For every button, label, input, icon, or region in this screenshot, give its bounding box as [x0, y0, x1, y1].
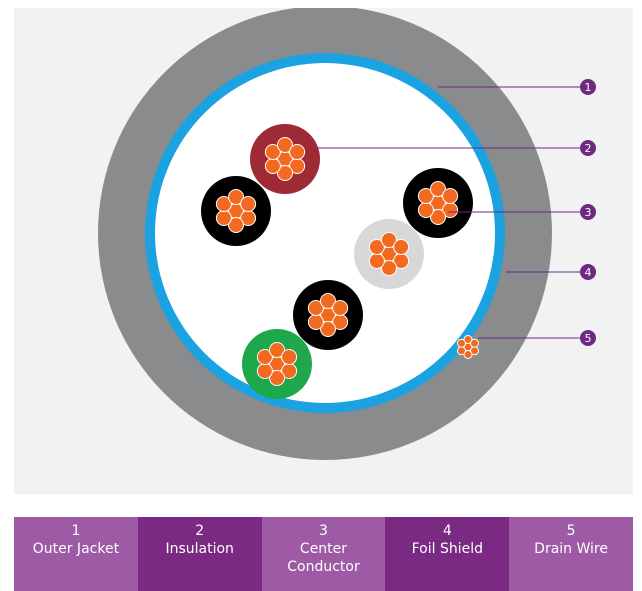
copper-strand — [442, 188, 459, 204]
legend-item-drain-wire: 5 Drain Wire — [509, 517, 633, 591]
cable-diagram-panel: 1 2 3 4 5 — [14, 8, 633, 494]
copper-strand — [289, 144, 306, 160]
copper-strand — [381, 260, 397, 276]
insulation-black-wire — [201, 176, 271, 246]
copper-strand — [368, 239, 385, 255]
copper-strand — [215, 196, 232, 212]
callout-drain-wire: 5 — [478, 330, 596, 346]
copper-strand — [256, 349, 273, 365]
copper-strand — [320, 293, 336, 309]
callout-center-conductor: 3 — [448, 204, 596, 220]
copper-strand — [463, 335, 473, 344]
callout-number: 5 — [585, 332, 592, 345]
callout-foil-shield: 4 — [506, 264, 596, 280]
insulation-black-wire — [403, 168, 473, 238]
copper-strand — [264, 158, 281, 174]
legend-number: 5 — [566, 523, 576, 539]
copper-strand — [307, 300, 324, 316]
copper-strand — [368, 253, 385, 269]
copper-strand — [215, 210, 232, 226]
legend-label: Outer Jacket — [32, 541, 120, 557]
legend-label: Center Conductor — [287, 541, 360, 575]
copper-strand — [264, 144, 281, 160]
callout-number: 2 — [585, 142, 592, 155]
copper-strand — [269, 370, 285, 386]
legend-label: Foil Shield — [411, 541, 483, 557]
cable-cross-section: 1 2 3 4 5 — [98, 8, 596, 460]
insulation-black-wire — [293, 280, 363, 350]
copper-strand — [332, 300, 349, 316]
legend-number: 2 — [195, 523, 205, 539]
callout-number: 3 — [585, 206, 592, 219]
copper-strand — [417, 188, 434, 204]
callout-marker — [580, 140, 596, 156]
copper-strand — [320, 321, 336, 337]
copper-strand — [240, 196, 257, 212]
insulation-red-wire — [250, 124, 320, 194]
copper-strand — [393, 239, 410, 255]
callout-marker — [580, 330, 596, 346]
drain-wire — [457, 335, 479, 359]
copper-strand — [277, 165, 293, 181]
callout-number: 4 — [585, 266, 592, 279]
callout-insulation: 2 — [316, 140, 596, 156]
copper-strand — [307, 314, 324, 330]
legend-item-foil-shield: 4 Foil Shield — [385, 517, 510, 591]
copper-strand — [228, 217, 244, 233]
legend-number: 4 — [442, 523, 452, 539]
copper-strand — [256, 363, 273, 379]
copper-strand — [228, 189, 244, 205]
insulation-green-wire — [242, 329, 312, 399]
legend-bar: 1 Outer Jacket 2 Insulation 3 Center Con… — [14, 517, 633, 591]
copper-strand — [381, 232, 397, 248]
legend-item-center-conductor: 3 Center Conductor — [261, 517, 386, 591]
callout-marker — [580, 79, 596, 95]
callout-number: 1 — [585, 81, 592, 94]
legend-item-insulation: 2 Insulation — [137, 517, 262, 591]
legend-number: 3 — [319, 523, 328, 539]
legend-label: Drain Wire — [534, 541, 608, 557]
copper-strand — [269, 342, 285, 358]
callout-outer-jacket: 1 — [438, 79, 596, 95]
copper-strand — [457, 338, 467, 348]
copper-strand — [430, 209, 446, 225]
copper-strand — [417, 202, 434, 218]
legend-item-outer-jacket: 1 Outer Jacket — [14, 517, 138, 591]
copper-strand — [469, 338, 479, 348]
copper-strand — [277, 137, 293, 153]
copper-strand — [457, 346, 467, 356]
callout-marker — [580, 204, 596, 220]
copper-strand — [430, 181, 446, 197]
callout-marker — [580, 264, 596, 280]
legend-label: Insulation — [165, 541, 234, 557]
copper-strand — [281, 349, 298, 365]
legend-number: 1 — [71, 523, 81, 539]
insulation-gray-wire — [354, 219, 424, 289]
copper-strand — [463, 350, 473, 359]
